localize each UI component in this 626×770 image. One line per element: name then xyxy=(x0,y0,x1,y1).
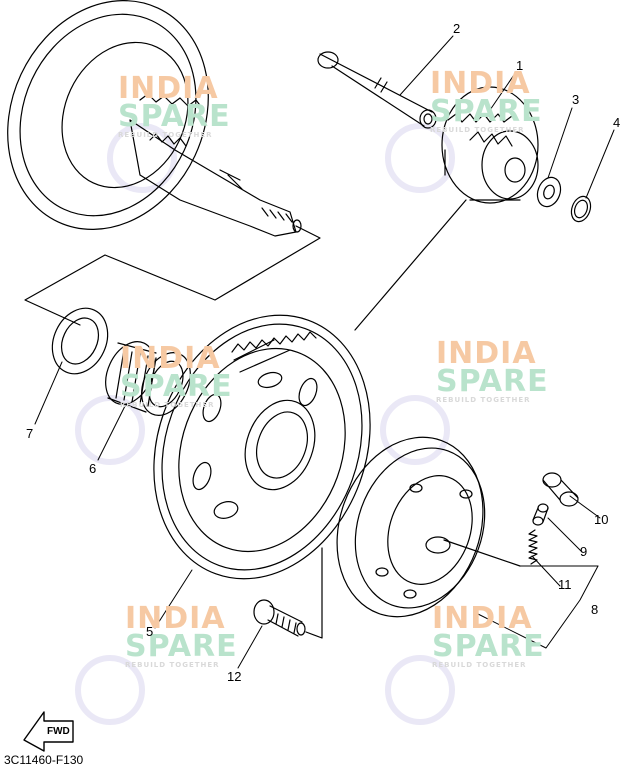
crankcase-housing xyxy=(7,0,302,237)
part-1-gear xyxy=(441,86,539,204)
part-10-roller xyxy=(542,472,579,507)
part-2-shaft xyxy=(317,51,437,129)
part-7-washer xyxy=(51,307,109,375)
fwd-arrow xyxy=(23,711,74,752)
leader-gear-to-wheel xyxy=(354,199,467,331)
fwd-label: FWD xyxy=(47,726,70,737)
callout-9: 9 xyxy=(580,544,588,559)
callout-6: 6 xyxy=(89,461,97,476)
part-3-washer xyxy=(536,176,562,208)
part-5-starter-wheel-gear xyxy=(153,314,371,580)
callout-3: 3 xyxy=(572,92,580,107)
callout-8: 8 xyxy=(591,602,599,617)
callout-12: 12 xyxy=(227,669,242,684)
callout-2: 2 xyxy=(453,21,461,36)
callout-5: 5 xyxy=(146,624,154,639)
callout-leaders xyxy=(34,35,615,669)
part-8-clutch-housing xyxy=(336,436,521,618)
leader-crank-to-bearing xyxy=(24,225,321,326)
part-12-bolt xyxy=(253,547,323,639)
part-9-plunger xyxy=(532,503,549,526)
diagram-code: 3C11460-F130 xyxy=(4,753,84,767)
callout-1: 1 xyxy=(516,58,524,73)
callout-10: 10 xyxy=(594,512,609,527)
part-6-needle-bearing xyxy=(105,341,191,416)
callout-11: 11 xyxy=(558,577,572,592)
callout-4: 4 xyxy=(613,115,621,130)
watermark-logos xyxy=(75,123,455,725)
part-4-circlip xyxy=(570,195,592,223)
part-11-spring xyxy=(528,529,538,565)
callout-7: 7 xyxy=(26,426,34,441)
